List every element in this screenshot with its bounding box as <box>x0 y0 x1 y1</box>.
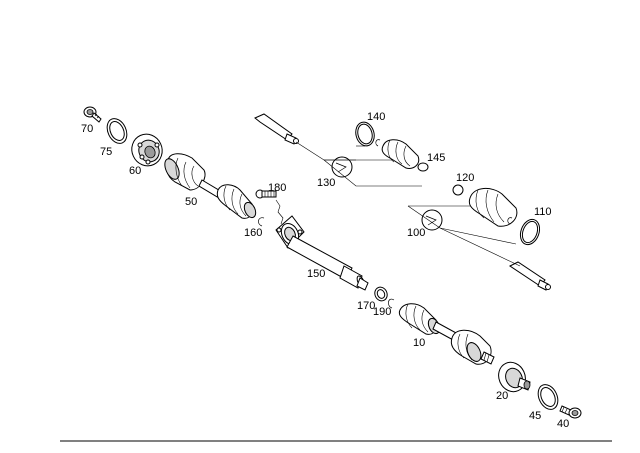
part-10-inner-shaft-boot[interactable] <box>398 303 495 365</box>
callout-110: 110 <box>534 206 552 218</box>
part-20-cv-joint[interactable] <box>494 358 531 396</box>
callout-40: 40 <box>557 418 569 430</box>
callout-150: 150 <box>307 268 325 280</box>
part-50-outer-shaft-boot[interactable] <box>162 153 258 220</box>
part-60-cv-joint[interactable] <box>127 129 168 171</box>
callout-170: 170 <box>357 300 375 312</box>
callout-45: 45 <box>529 410 541 422</box>
repair-kit-upper[interactable] <box>254 113 429 187</box>
part-160-circlip[interactable] <box>258 217 265 227</box>
callout-190: 190 <box>373 306 391 318</box>
part-190-circlip[interactable] <box>388 298 395 309</box>
callout-50: 50 <box>185 196 197 208</box>
part-170-ring[interactable] <box>373 285 390 303</box>
callout-130: 130 <box>317 177 335 189</box>
callout-140: 140 <box>367 111 385 123</box>
part-75-seal-ring[interactable] <box>103 115 130 146</box>
callout-10: 10 <box>413 337 425 349</box>
callout-75: 75 <box>100 146 112 158</box>
part-45-seal-ring[interactable] <box>534 381 561 412</box>
repair-kit-lower[interactable] <box>407 184 551 291</box>
callout-20: 20 <box>496 390 508 402</box>
part-180-bolt[interactable] <box>255 189 277 199</box>
leader-180 <box>275 199 284 225</box>
callout-180: 180 <box>268 182 286 194</box>
callout-145: 145 <box>427 152 445 164</box>
part-70-bolt[interactable] <box>83 106 102 123</box>
callout-70: 70 <box>81 123 93 135</box>
part-150-intermediate-shaft[interactable] <box>275 215 369 291</box>
callout-160: 160 <box>244 227 262 239</box>
part-40-bolt[interactable] <box>559 405 582 419</box>
callout-60: 60 <box>129 165 141 177</box>
callout-100: 100 <box>407 227 425 239</box>
callout-120: 120 <box>456 172 474 184</box>
